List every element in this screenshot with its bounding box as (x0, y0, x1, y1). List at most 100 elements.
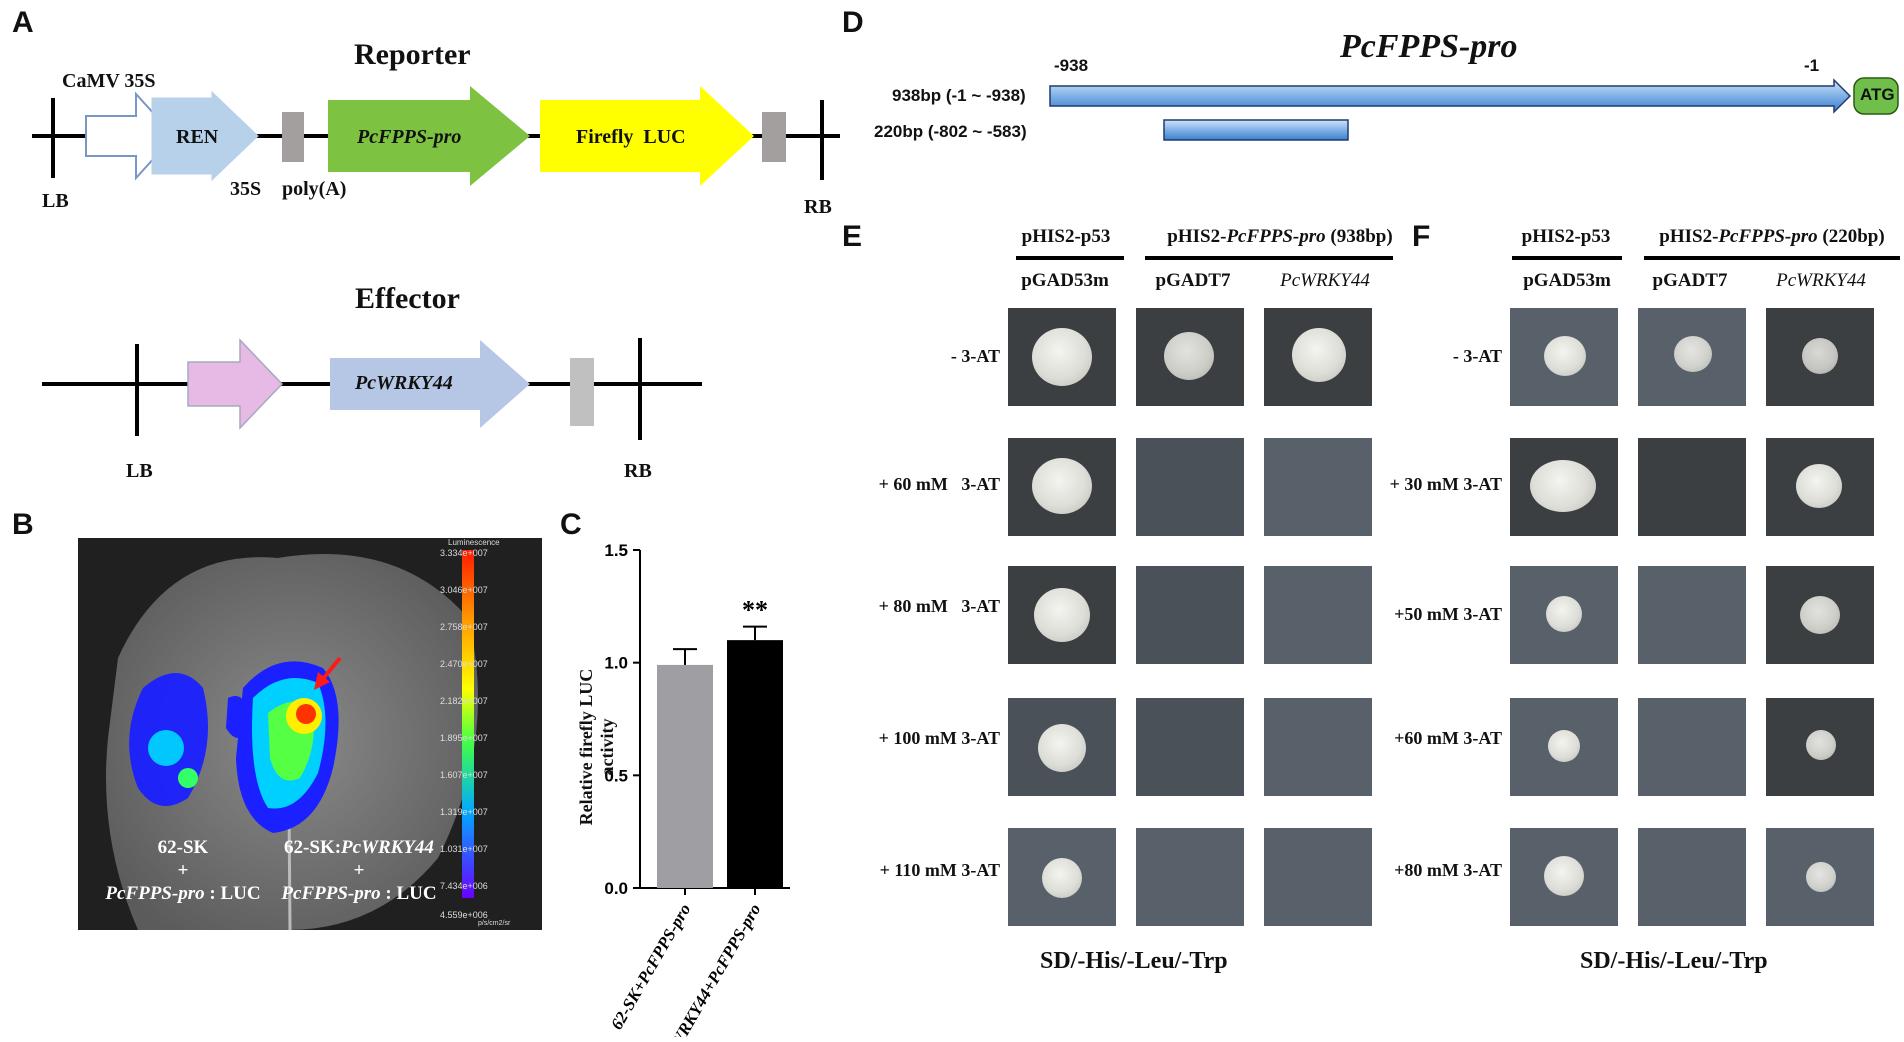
f-group2-rule (1644, 256, 1900, 260)
f-group1-rule (1512, 256, 1622, 260)
scale-tick-1: 3.046e+007 (440, 585, 488, 595)
f-plate-r0-c0 (1510, 308, 1618, 406)
reporter-title: Reporter (354, 38, 471, 71)
pos-end: -1 (1804, 56, 1820, 75)
promoter-label: PcFPPS-pro (357, 126, 462, 148)
f-plate-r0-c1 (1638, 308, 1746, 406)
scale-tick-10: 4.559e+006 (440, 910, 488, 920)
right-leaf-label: 62-SK:PcWRKY44 + PcFPPS-pro : LUC (274, 836, 444, 905)
left-label-luc: : LUC (204, 883, 261, 904)
e-group2-prefix: pHIS2- (1167, 226, 1227, 247)
chart-ylabel: Relative firefly LUC activity (576, 668, 617, 826)
panel-a: Reporter CaMV 35S REN PcFPPS-pro Firefly… (0, 0, 840, 500)
panel-e: pHIS2-p53 pHIS2-PcFPPS-pro (938bp) pGAD5… (850, 220, 1410, 1037)
luminescence-scale-bar (462, 550, 474, 898)
e-plate-r3-c1 (1136, 698, 1244, 796)
e-col-wrky: PcWRKY44 (1280, 270, 1370, 291)
panel-f: pHIS2-p53 pHIS2-PcFPPS-pro (220bp) pGAD5… (1390, 220, 1904, 1037)
f-row-label-3: +60 mM 3-AT (1394, 728, 1502, 748)
e-plate-r3-c2 (1264, 698, 1372, 796)
e-row-label-4: + 110 mM 3-AT (879, 860, 1000, 880)
f-plate-r1-c2 (1766, 438, 1874, 536)
f-group2-size: (220bp) (1817, 226, 1885, 247)
e-plate-r4-c1 (1136, 828, 1244, 926)
f-plate-r2-c0 (1510, 566, 1618, 664)
effector-rb-label: RB (624, 460, 652, 482)
scale-unit: p/s/cm2/sr (478, 920, 511, 927)
fragment-label: 220bp (-802 ~ -583) (874, 122, 1027, 141)
pos-start: -938 (1054, 56, 1089, 75)
full-promoter-bar (1049, 78, 1852, 114)
f-plate-r2-c1 (1638, 566, 1746, 664)
f-group2-promoter: PcFPPS-pro (1718, 226, 1818, 247)
bar-1 (727, 640, 783, 888)
f-row-label-4: +80 mM 3-AT (1394, 860, 1502, 880)
right-label-prefix: 62-SK: (284, 837, 342, 858)
fragment-bar (1163, 119, 1349, 141)
e-row-label-1: + 60 mM 3-AT (878, 474, 1000, 494)
f-row-label-2: +50 mM 3-AT (1394, 604, 1502, 624)
e-group2-promoter: PcFPPS-pro (1226, 226, 1326, 247)
right-spot-red (296, 704, 316, 724)
e-plate-r0-c2 (1264, 308, 1372, 406)
left-leaf-label: 62-SK + PcFPPS-pro : LUC (78, 836, 288, 905)
leaf-image (106, 550, 478, 930)
polya-label: poly(A) (282, 178, 347, 200)
atg-box (1853, 77, 1899, 115)
luc-label: Firefly LUC (576, 126, 686, 148)
e-row-label-2: + 80 mM 3-AT (878, 596, 1000, 616)
panel-letter-b: B (12, 508, 34, 541)
full-length-label: 938bp (-1 ~ -938) (892, 86, 1026, 105)
e-plate-r0-c0 (1008, 308, 1116, 406)
f-row-label-0: - 3-AT (1452, 346, 1502, 366)
scale-tick-9: 7.434e+006 (440, 881, 488, 891)
f-col-pgad53m: pGAD53m (1523, 270, 1611, 291)
e-group2-header: pHIS2-PcFPPS-pro (938bp) (1145, 226, 1415, 248)
e-plate-r1-c0 (1008, 438, 1116, 536)
f-medium-label: SD/-His/-Leu/-Trp (1580, 948, 1768, 974)
e-row-label-3: + 100 mM 3-AT (878, 728, 1000, 748)
right-label-line1: 62-SK:PcWRKY44 (274, 836, 444, 859)
y-tick-label-1: 0.5 (604, 766, 628, 785)
panel-d: PcFPPS-pro -938 -1 938bp (-1 ~ -938) 220… (850, 0, 1904, 190)
s35-label: 35S (230, 178, 262, 200)
e-col-pgad53m: pGAD53m (1021, 270, 1109, 291)
right-label-promoter: PcFPPS-pro (281, 883, 381, 904)
panel-letter-f: F (1412, 220, 1431, 253)
scale-tick-3: 2.470e+007 (440, 659, 488, 669)
f-group2-header: pHIS2-PcFPPS-pro (220bp) (1644, 226, 1900, 248)
f-plate-r3-c0 (1510, 698, 1618, 796)
y-tick-label-2: 1.0 (604, 654, 628, 673)
f-plate-r4-c2 (1766, 828, 1874, 926)
e-col-pgadt7: pGADT7 (1155, 270, 1231, 291)
f-col-wrky: PcWRKY44 (1776, 270, 1866, 291)
panel-letter-c: C (560, 508, 582, 541)
f-plate-r4-c1 (1638, 828, 1746, 926)
f-plate-r2-c2 (1766, 566, 1874, 664)
e-plate-r2-c0 (1008, 566, 1116, 664)
f-plate-r4-c0 (1510, 828, 1618, 926)
left-label-line1: 62-SK (157, 837, 209, 858)
scale-tick-6: 1.607e+007 (440, 770, 488, 780)
e-group1-header: pHIS2-p53 (1021, 226, 1111, 247)
e-plate-r4-c2 (1264, 828, 1372, 926)
scale-tick-2: 2.758e+007 (440, 622, 488, 632)
scale-tick-0: 3.334e+007 (440, 548, 488, 558)
x-tick-label-0: 62-SK+PcFPPS-pro (607, 901, 694, 1033)
luminescence-label: Luminescence (448, 538, 500, 547)
terminator-box-1 (282, 112, 304, 162)
left-spot-core (178, 768, 198, 788)
e-plate-r4-c0 (1008, 828, 1116, 926)
y-tick-label-0: 0.0 (604, 879, 628, 898)
luminescence-image: Luminescence 3.334e+007 3.046e+007 2.758… (78, 538, 542, 930)
left-label-line3: PcFPPS-pro : LUC (78, 882, 288, 905)
construct-diagram (32, 86, 840, 440)
ren-arrow (151, 90, 259, 182)
scale-tick-8: 1.031e+007 (440, 844, 488, 854)
f-col-pgadt7: pGADT7 (1652, 270, 1728, 291)
e-plate-r1-c1 (1136, 438, 1244, 536)
e-row-label-0: - 3-AT (950, 346, 1000, 366)
promoter-arrow (328, 86, 530, 186)
f-group2-prefix: pHIS2- (1659, 226, 1719, 247)
f-plate-r3-c1 (1638, 698, 1746, 796)
